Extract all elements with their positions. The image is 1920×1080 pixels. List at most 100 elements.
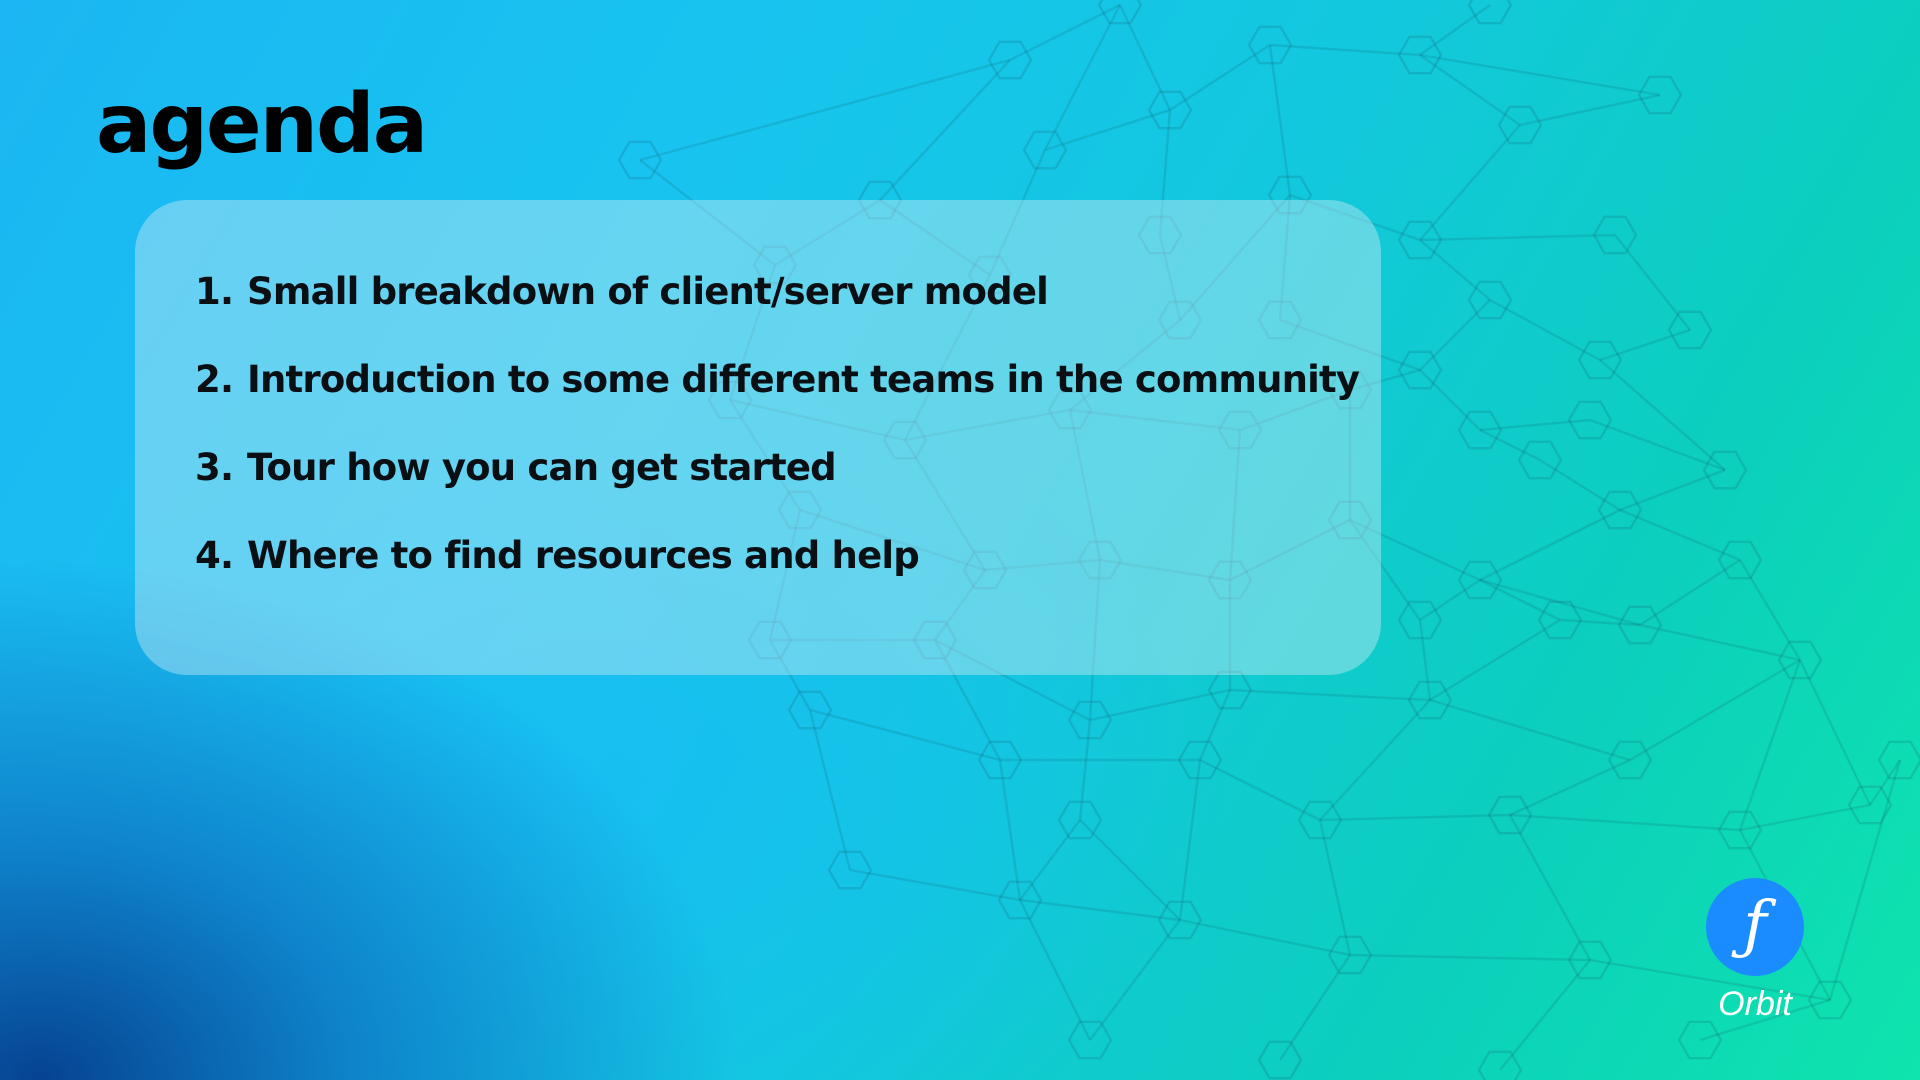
network-link [1089, 919, 1181, 1041]
network-node-hexagon [1327, 370, 1373, 410]
network-link [1319, 813, 1511, 822]
network-link [1418, 619, 1432, 701]
network-link [1614, 234, 1691, 331]
network-link [1429, 618, 1561, 702]
network-node-hexagon [1457, 560, 1503, 600]
filecoin-logo: ƒ [1706, 878, 1804, 976]
agenda-item: 3. Tour how you can get started [195, 446, 1359, 534]
network-link [1269, 43, 1421, 57]
network-link [903, 439, 987, 571]
network-link [1479, 578, 1561, 622]
network-link [1599, 328, 1691, 362]
agenda-item-text: Where to find resources and help [247, 534, 920, 577]
network-link [1018, 899, 1092, 1041]
network-link [1169, 43, 1271, 112]
network-link [1078, 719, 1092, 821]
network-link [879, 199, 991, 276]
slide-title: agenda [96, 77, 428, 172]
network-link [1589, 958, 1831, 1002]
network-link [1043, 4, 1122, 151]
network-link [1619, 508, 1741, 562]
network-node-hexagon [1147, 90, 1193, 130]
network-node-hexagon [1207, 670, 1253, 710]
agenda-list: 1. Small breakdown of client/server mode… [195, 270, 1360, 622]
network-node-hexagon [977, 740, 1023, 780]
network-node-hexagon [1592, 215, 1638, 255]
network-link [1699, 998, 1831, 1042]
network-link [1419, 54, 1521, 126]
network-link [1539, 458, 1621, 512]
network-node-hexagon [1702, 450, 1748, 490]
network-node-hexagon [1327, 935, 1373, 975]
network-link [933, 639, 1002, 761]
network-node-hexagon [1457, 410, 1503, 450]
network-node-hexagon [1077, 540, 1123, 580]
network-node-hexagon [987, 40, 1033, 80]
network-link [1429, 698, 1631, 762]
network-node-hexagon [1067, 1020, 1113, 1060]
network-node-hexagon [1637, 75, 1683, 115]
network-link [1509, 813, 1741, 832]
network-link [1489, 298, 1601, 362]
network-link [1019, 898, 1181, 922]
network-link [934, 569, 986, 641]
network-node-hexagon [1667, 310, 1713, 350]
network-link [1599, 359, 1726, 471]
network-node-hexagon [1567, 400, 1613, 440]
network-node-hexagon [1397, 220, 1443, 260]
network-link [799, 508, 986, 572]
agenda-item: 4. Where to find resources and help [195, 534, 1359, 622]
network-link [728, 399, 802, 511]
network-link [1178, 759, 1202, 921]
network-link [1099, 558, 1231, 582]
network-link [1738, 559, 1802, 661]
network-link [1009, 3, 1121, 62]
network-link [1479, 428, 1541, 462]
network-node-hexagon [1717, 540, 1763, 580]
network-link [1158, 109, 1172, 236]
network-node-hexagon [1677, 1020, 1723, 1060]
network-link [1079, 819, 1181, 921]
network-node-hexagon [962, 550, 1008, 590]
network-link [1044, 108, 1171, 152]
network-node-hexagon [777, 490, 823, 530]
network-link [1228, 429, 1242, 581]
network-link [1479, 508, 1621, 582]
agenda-item-number: 1. [195, 270, 234, 313]
network-link [639, 58, 1011, 162]
agenda-item-number: 2. [195, 358, 234, 401]
network-link [1798, 659, 1872, 806]
network-node-hexagon [1327, 500, 1373, 540]
network-node-hexagon [1567, 940, 1613, 980]
network-link [1199, 758, 1321, 822]
network-node-hexagon [1467, 280, 1513, 320]
network-node-hexagon [1047, 390, 1093, 430]
network-link [729, 398, 906, 442]
network-link [728, 264, 777, 401]
network-link [1419, 369, 1481, 431]
network-link [849, 868, 1021, 902]
network-node-hexagon [857, 180, 903, 220]
network-link [1069, 319, 1181, 411]
network-node-hexagon [1137, 215, 1183, 255]
network-link [1268, 44, 1292, 196]
network-node-hexagon [1877, 740, 1920, 780]
network-node-hexagon [1847, 785, 1893, 825]
network-node-hexagon [787, 690, 833, 730]
network-node-hexagon [1057, 800, 1103, 840]
network-node-hexagon [1497, 105, 1543, 145]
network-link [768, 509, 802, 641]
network-link [1158, 234, 1182, 321]
network-node-hexagon [1207, 560, 1253, 600]
network-node-hexagon [1487, 795, 1533, 835]
network-node-hexagon [752, 245, 798, 285]
network-node-hexagon [1607, 740, 1653, 780]
network-link [1419, 299, 1491, 371]
network-node-hexagon [1717, 810, 1763, 850]
network-link [904, 408, 1071, 442]
network-node-hexagon [1477, 1050, 1523, 1080]
network-node-hexagon [1067, 700, 1113, 740]
network-node-hexagon [1157, 300, 1203, 340]
